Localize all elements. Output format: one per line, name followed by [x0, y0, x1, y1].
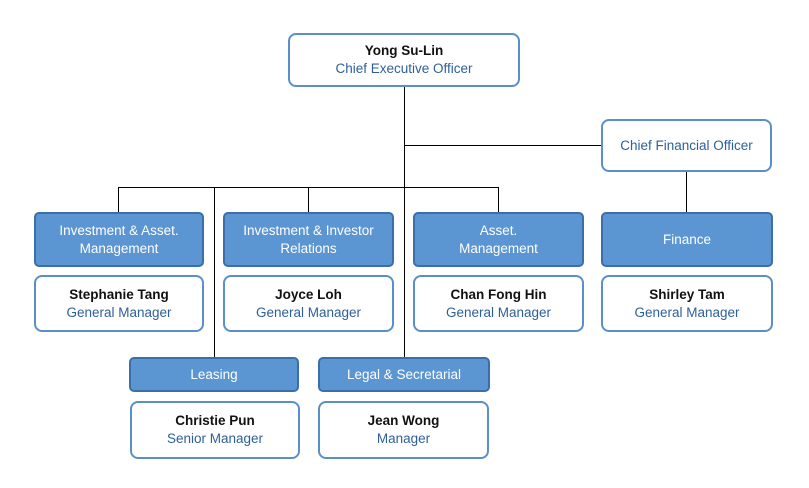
person-christie-pun: Christie Pun Senior Manager	[130, 401, 300, 459]
person-title: General Manager	[255, 304, 362, 320]
dept-investment-investor-relations: Investment & Investor Relations	[223, 212, 394, 267]
dept-label-line1: Investment & Investor	[243, 222, 374, 238]
cfo-title: Chief Financial Officer	[620, 137, 753, 153]
person-name: Christie Pun	[175, 413, 255, 428]
dept-label-line2: Management	[79, 240, 159, 256]
dept-label: Finance	[662, 231, 712, 247]
person-title: Manager	[376, 431, 431, 446]
dept-asset-management: Asset. Management	[413, 212, 584, 267]
person-title: General Manager	[66, 304, 172, 320]
ceo-box: Yong Su-Lin Chief Executive Officer	[288, 33, 520, 87]
cfo-box: Chief Financial Officer	[601, 119, 772, 172]
dept-label-line2: Relations	[280, 240, 337, 256]
dept-finance: Finance	[601, 212, 773, 267]
dept-leasing: Leasing	[129, 357, 299, 392]
person-stephanie-tang: Stephanie Tang General Manager	[34, 275, 204, 332]
dept-label: Legal & Secretarial	[346, 366, 462, 382]
person-name: Shirley Tam	[649, 286, 725, 302]
person-chan-fong-hin: Chan Fong Hin General Manager	[413, 275, 584, 332]
person-name: Jean Wong	[367, 413, 440, 428]
person-shirley-tam: Shirley Tam General Manager	[601, 275, 773, 332]
dept-label-line1: Investment & Asset.	[59, 222, 179, 238]
person-name: Chan Fong Hin	[450, 286, 547, 302]
person-name: Stephanie Tang	[69, 286, 169, 302]
ceo-title: Chief Executive Officer	[335, 61, 473, 76]
person-joyce-loh: Joyce Loh General Manager	[223, 275, 394, 332]
person-title: Senior Manager	[166, 431, 264, 446]
dept-label: Leasing	[190, 366, 238, 382]
dept-legal-secretarial: Legal & Secretarial	[318, 357, 490, 392]
person-jean-wong: Jean Wong Manager	[318, 401, 489, 459]
person-name: Joyce Loh	[275, 286, 342, 302]
person-title: General Manager	[634, 304, 740, 320]
dept-label-line1: Asset.	[479, 222, 518, 238]
ceo-name: Yong Su-Lin	[364, 43, 444, 58]
person-title: General Manager	[445, 304, 552, 320]
dept-label-line2: Management	[459, 240, 538, 256]
dept-investment-asset-management: Investment & Asset. Management	[34, 212, 204, 267]
